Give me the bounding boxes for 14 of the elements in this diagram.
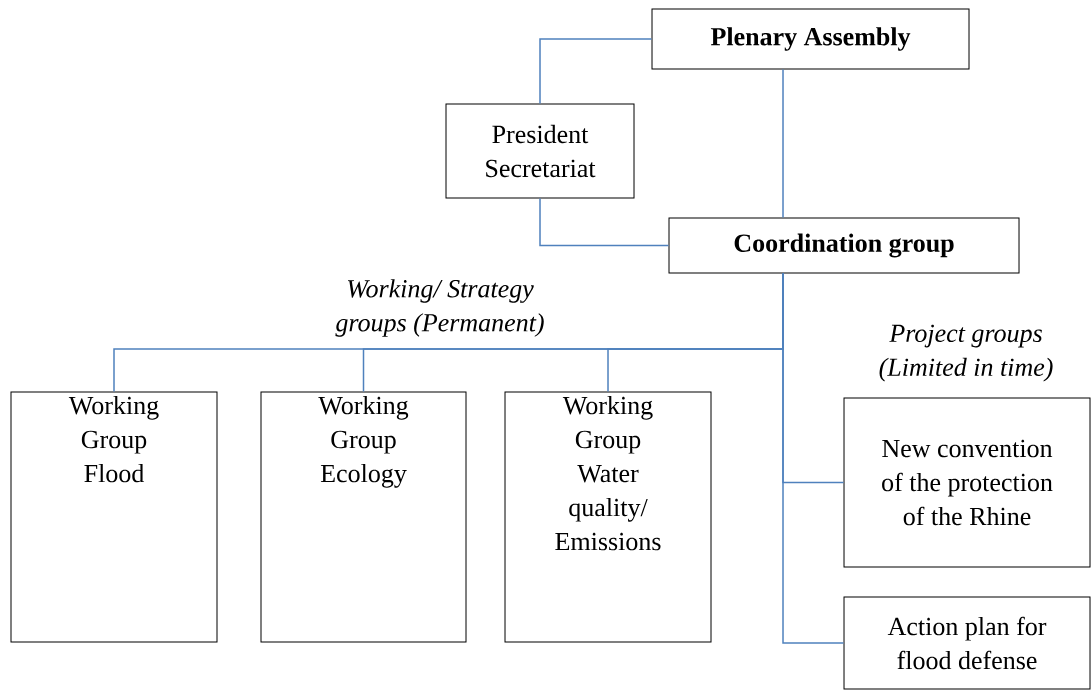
group-box: Working Group Ecology [260, 391, 467, 643]
title-box: Plenary Assembly [651, 8, 970, 70]
connector-line [539, 38, 653, 105]
connector-line [539, 197, 670, 247]
group-box: Working Group Water quality/ Emissions [504, 391, 712, 643]
group-box: Working Group Flood [10, 391, 218, 643]
group-box: Action plan for flood defense [843, 596, 1091, 690]
group-box: President Secretariat [445, 103, 635, 199]
group-label: Working/ Strategy groups (Permanent) [335, 279, 544, 337]
title-box: Coordination group [668, 217, 1020, 274]
group-label: Project groups (Limited in time) [879, 324, 1053, 382]
connector-line [782, 272, 845, 644]
group-box: New convention of the protection of the Rhine [843, 397, 1091, 568]
connector-line [782, 68, 784, 219]
